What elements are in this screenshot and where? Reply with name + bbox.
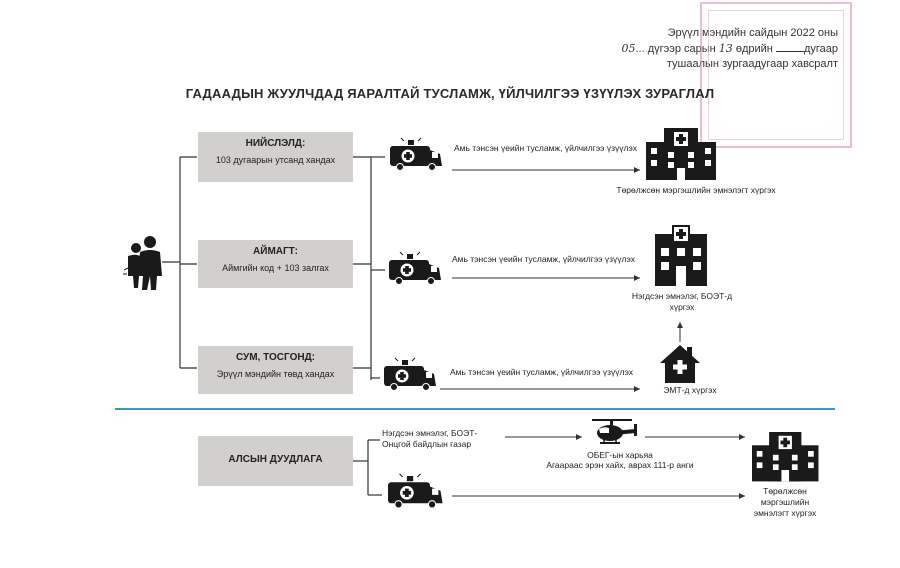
people-icon — [123, 236, 162, 290]
ambulance-icon — [389, 137, 443, 171]
hospital-icon — [655, 225, 707, 286]
capital-box: НИЙСЛЭЛД: 103 дугаарын утсанд хандах — [198, 132, 353, 182]
decree-line-2-suffix: өдрийн — [732, 43, 773, 55]
health-center-icon — [660, 345, 700, 383]
decree-line-1: Эрүүл мэндийн сайдын 2022 оны — [667, 27, 838, 39]
remote-box: АЛСЫН ДУУДЛАГА — [198, 436, 353, 486]
hospital-icon — [752, 432, 819, 482]
helicopter-icon — [592, 419, 637, 444]
ambulance-icon — [387, 473, 444, 509]
decree-line-2: 05... дүгээр сарын 13 өдрийн дугаар — [621, 41, 838, 57]
row1-destination-text: Төрөлжсөн мэргэшлийн эмнэлэгт хүргэх — [616, 185, 776, 195]
remote-destination-text: Төрөлжсөн мэргэшлийн эмнэлэгт хүргэх — [753, 486, 817, 518]
aimag-title: АЙМАГТ: — [253, 246, 298, 257]
decree-header: Эрүүл мэндийн сайдын 2022 оны 05... дүгэ… — [621, 26, 838, 72]
official-stamp — [700, 2, 852, 148]
aimag-subtitle: Аймгийн код + 103 залгах — [222, 263, 329, 273]
decree-day: 13 — [718, 42, 733, 55]
hospital-icon — [646, 128, 716, 180]
row2-service-text: Амь тэнсэн үеийн тусламж, үйлчилгээ үзүү… — [452, 254, 635, 264]
row3-service-text: Амь тэнсэн үеийн тусламж, үйлчилгээ үзүү… — [450, 367, 633, 377]
soum-box: СУМ, ТОСГОНД: Эрүүл мэндийн төвд хандах — [198, 346, 353, 394]
decree-line-2-mid: ... дүгээр сарын — [635, 43, 716, 55]
remote-origin-text: Нэгдсэн эмнэлэг, БОЭТ-Онцгой байдлын газ… — [382, 428, 478, 449]
remote-title: АЛСЫН ДУУДЛАГА — [228, 454, 323, 465]
right-bracket — [353, 156, 385, 380]
capital-title: НИЙСЛЭЛД: — [245, 138, 306, 149]
ambulance-icon — [383, 357, 437, 391]
row1-service-text: Амь тэнсэн үеийн тусламж, үйлчилгээ үзүү… — [454, 143, 637, 153]
remote-bracket — [353, 439, 382, 496]
ambulance-icon — [388, 251, 442, 285]
soum-subtitle: Эрүүл мэндийн төвд хандах — [216, 369, 335, 379]
helicopter-caption-2: Агаараас эрэн хайх, аврах 111-р анги — [546, 460, 694, 470]
row2-destination-text: Нэгдсэн эмнэлэг, БОЭТ-д хүргэх — [631, 291, 733, 312]
decree-number-signature — [775, 43, 804, 52]
helicopter-caption-1: ОБЕГ-ын харьяа — [587, 450, 653, 460]
row3-destination-text: ЭМТ-д хүргэх — [663, 385, 717, 395]
decree-line-3: тушаалын зургаадугаар хавсралт — [666, 58, 838, 70]
capital-subtitle: 103 дугаарын утсанд хандах — [215, 155, 336, 165]
decree-line-2-end: дугаар — [803, 43, 838, 55]
left-bracket — [162, 156, 197, 369]
decree-month: 05 — [621, 42, 636, 55]
page-title: ГАДААДЫН ЖУУЛЧДАД ЯАРАЛТАЙ ТУСЛАМЖ, ҮЙЛЧ… — [185, 86, 715, 101]
aimag-box: АЙМАГТ: Аймгийн код + 103 залгах — [198, 240, 353, 288]
soum-title: СУМ, ТОСГОНД: — [235, 352, 316, 363]
